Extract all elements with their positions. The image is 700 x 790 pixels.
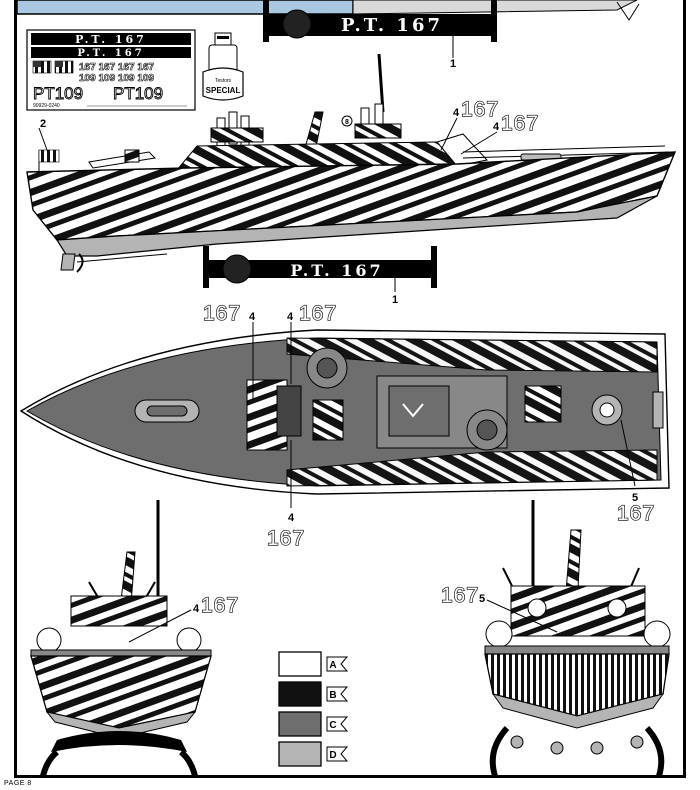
- legend-letter-b: B: [329, 690, 336, 701]
- decal-sheet: P.T. 167 P.T. 167 167 167 167 167 109 10…: [26, 29, 196, 111]
- decal-number-row-1: 167 167 167 167: [79, 62, 155, 73]
- glue-bottle-icon: Testors SPECIAL: [202, 32, 244, 101]
- svg-text:8: 8: [345, 119, 349, 126]
- painting-diagram: P.T. 167 1 P.T. 167 P.T. 167 167 167 167…: [17, 0, 677, 775]
- callout-4-c: 4: [249, 311, 256, 323]
- decal-pt-left: PT109: [33, 84, 83, 103]
- legend-tag-d: [326, 746, 349, 762]
- callout-5-a: 5: [632, 492, 638, 504]
- legend-tag-a: [326, 656, 349, 672]
- legend-swatch-c: [278, 711, 322, 737]
- stern-view: 167 5: [440, 500, 671, 775]
- hull-number-side-b: 167: [501, 112, 539, 135]
- hull-number-deck-b: 167: [299, 302, 337, 325]
- side-plate-text: P.T. 167: [290, 261, 383, 280]
- top-plate-text: P.T. 167: [341, 15, 443, 36]
- top-strip: P.T. 167 1: [17, 0, 640, 70]
- callout-4-d: 4: [287, 311, 294, 323]
- glue-brand: Testors: [215, 78, 232, 84]
- bow-view: 4 167: [30, 500, 239, 775]
- deck-view: 167 4 4 167 4 167 5 167: [19, 301, 670, 551]
- gun-turret-icon: [466, 409, 508, 451]
- hull-number-deck-c: 167: [267, 527, 305, 550]
- callout-4-a: 4: [453, 107, 460, 119]
- legend-swatch-a: [278, 651, 322, 677]
- decal-code: 90929-0240: [33, 103, 60, 109]
- callout-2: 2: [40, 118, 46, 130]
- legend-swatch-b: [278, 681, 322, 707]
- instruction-sheet: P.T. 167 1 P.T. 167 P.T. 167 167 167 167…: [14, 0, 686, 778]
- decal-title-top: P.T. 167: [75, 33, 147, 46]
- legend-tag-b: [326, 686, 349, 702]
- callout-4-b: 4: [493, 121, 500, 133]
- callout-5-b: 5: [479, 593, 485, 605]
- hull-number-deck-a: 167: [203, 302, 241, 325]
- legend-letter-a: A: [329, 660, 336, 671]
- glue-special: SPECIAL: [206, 86, 241, 95]
- callout-4-f: 4: [193, 603, 200, 615]
- legend-letter-d: D: [329, 750, 336, 761]
- page-label: PAGE 8: [4, 780, 32, 787]
- callout-4-e: 4: [288, 512, 295, 524]
- color-legend: A B C D: [278, 651, 349, 767]
- legend-swatch-d: [278, 741, 322, 767]
- flag-icon: [32, 60, 74, 74]
- callout-1-top: 1: [450, 58, 456, 70]
- gun-turret-icon: [306, 347, 348, 389]
- callout-1-side: 1: [392, 294, 398, 306]
- legend-letter-c: C: [329, 720, 336, 731]
- hull-number-stern: 167: [441, 584, 479, 607]
- hull-number-side-a: 167: [461, 98, 499, 121]
- hull-number-bow: 167: [201, 594, 239, 617]
- gun-turret-icon: [210, 111, 264, 147]
- side-view: 8 P.T. 167 1 2 4 167 4: [26, 53, 677, 306]
- decal-title-mid: P.T. 167: [77, 48, 144, 59]
- legend-tag-c: [326, 716, 349, 732]
- decal-pt-right: PT109: [113, 84, 163, 103]
- gun-turret-icon: [354, 103, 402, 139]
- decal-number-row-2: 109 109 109 109: [79, 73, 155, 84]
- hull-number-deck-d: 167: [617, 502, 655, 525]
